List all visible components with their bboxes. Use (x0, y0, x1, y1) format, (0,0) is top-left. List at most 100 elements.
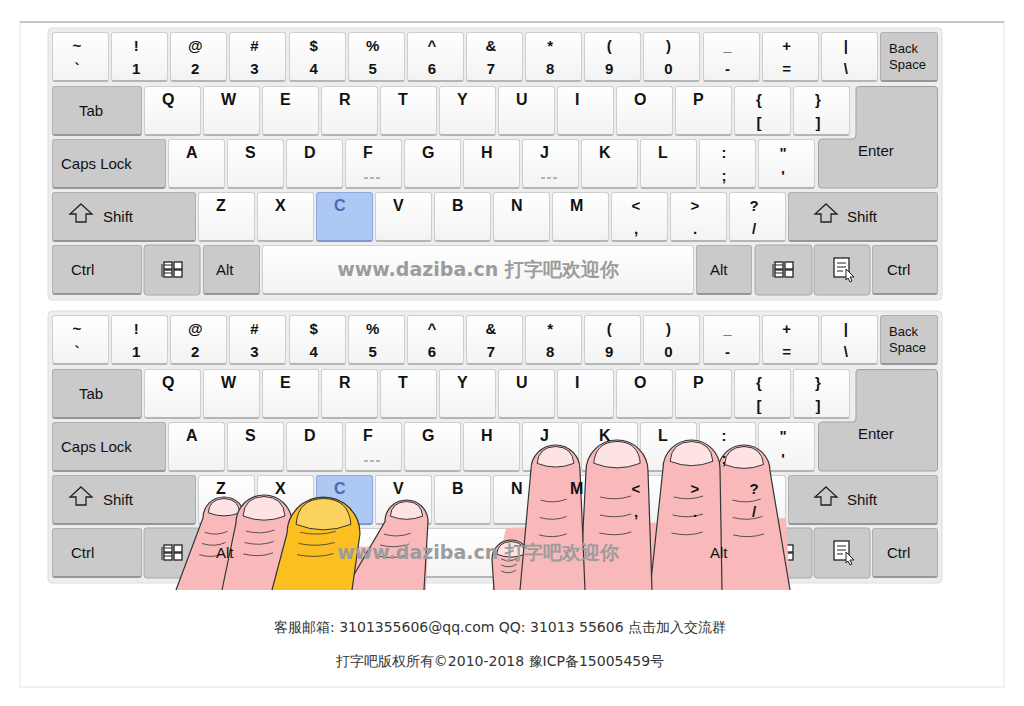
key-label: + (763, 319, 811, 339)
key-label: I (575, 90, 613, 110)
keyboard-key: X (257, 475, 314, 525)
key-label: { (735, 373, 783, 393)
key-label: S (245, 143, 283, 163)
key-label: & (467, 319, 515, 339)
key-label: 9 (585, 59, 633, 79)
keyboard-key: &7 (466, 32, 523, 82)
key-label: 0 (644, 59, 692, 79)
keyboard-key: )0 (643, 315, 700, 365)
finger (272, 497, 360, 590)
home-bump (364, 460, 380, 461)
key-label: 4 (290, 342, 338, 362)
key-label: 4 (290, 59, 338, 79)
key-label: Shift (103, 208, 133, 226)
key-label: @ (171, 36, 219, 56)
keyboard-key: %5 (348, 315, 405, 365)
windows-icon (162, 262, 182, 277)
keyboard-key: J (522, 139, 579, 189)
keyboard-key: Shift (788, 192, 938, 242)
key-label: . (671, 219, 719, 239)
key-label: * (526, 36, 574, 56)
key-label: Ctrl (887, 544, 910, 562)
key-label: 1 (112, 342, 160, 362)
gray-key (755, 245, 812, 295)
key-label: C (334, 479, 372, 499)
key-label: V (393, 196, 431, 216)
key-label: % (349, 36, 397, 56)
keyboard-key: T (380, 369, 437, 419)
page-frame (20, 22, 1004, 687)
key-label: N (511, 196, 549, 216)
keyboard-key: Y (439, 369, 496, 419)
keyboard-key: S (227, 139, 284, 189)
key-label: 2 (171, 342, 219, 362)
keyboard-key: <, (611, 475, 668, 525)
keyboard-key: Alt (696, 528, 752, 578)
keyboard-key: :; (699, 139, 756, 189)
keyboard-key: N (493, 475, 550, 525)
key-label: Alt (216, 544, 234, 562)
keyboard-key: X (257, 192, 314, 242)
keyboard-key: M (552, 192, 609, 242)
keyboard-key: Back Space (880, 32, 938, 82)
key-label: U (516, 373, 554, 393)
keyboard-key: V (375, 475, 432, 525)
keyboard-key: += (762, 32, 819, 82)
key-label: \ (822, 59, 870, 79)
keyboard-key: D (286, 422, 343, 472)
key-label: www.daziba.cn 打字吧欢迎你 (337, 257, 619, 283)
key-label: * (526, 319, 574, 339)
keyboard-key: $4 (289, 315, 346, 365)
key-label: C (334, 196, 372, 216)
key-label: ! (112, 36, 160, 56)
key-label: / (730, 502, 778, 522)
enter-shape (818, 369, 938, 472)
keyboard-key: Alt (203, 528, 260, 578)
keyboard-key: ^6 (407, 315, 464, 365)
key-label: X (275, 479, 313, 499)
key-label: ( (585, 319, 633, 339)
key-label: Ctrl (71, 544, 94, 562)
keyboard-key: L (640, 422, 697, 472)
key-label: X (275, 196, 313, 216)
key-label: Enter (858, 425, 938, 443)
keyboard-key: L (640, 139, 697, 189)
key-label: @ (171, 319, 219, 339)
key-label: R (339, 373, 377, 393)
key-label: B (452, 479, 490, 499)
keyboard-key: F (345, 139, 402, 189)
finger (345, 500, 428, 590)
keyboard-key: Enter (818, 369, 938, 472)
keyboard-key: Z (198, 475, 255, 525)
key-label: 8 (526, 59, 574, 79)
keyboard-key: H (463, 139, 520, 189)
keyboard-key: F (345, 422, 402, 472)
footer-text: 客服邮箱: 3101355606@qq.com QQ: 31013 55606 … (0, 619, 1000, 637)
keyboard-key: V (375, 192, 432, 242)
key-label: G (422, 143, 460, 163)
key-label: ? (730, 196, 778, 216)
shift-icon (815, 487, 837, 505)
keyboard-key: S (227, 422, 284, 472)
key-label: ` (53, 342, 101, 362)
keyboard-key: Y (439, 86, 496, 136)
key-label: ~ (53, 319, 101, 339)
finger (176, 497, 245, 590)
keyboard-key: #3 (229, 315, 286, 365)
menu-icon (834, 541, 854, 565)
windows-icon (773, 545, 793, 560)
keyboard-key: Alt (203, 245, 260, 295)
key-label: D (304, 143, 342, 163)
keyboard-key: ^6 (407, 32, 464, 82)
keyboard-key: R (321, 86, 378, 136)
key-label: | (822, 36, 870, 56)
keyboard-key: >. (670, 192, 727, 242)
keyboard-key: )0 (643, 32, 700, 82)
page-rule (20, 22, 1004, 23)
keyboard-key: www.daziba.cn 打字吧欢迎你 (262, 245, 694, 295)
keyboard-key: A (168, 139, 225, 189)
key-label: Q (162, 90, 200, 110)
keyboard-key: Shift (52, 192, 196, 242)
key-label: ; (700, 166, 748, 186)
keyboard-key: C (316, 192, 373, 242)
